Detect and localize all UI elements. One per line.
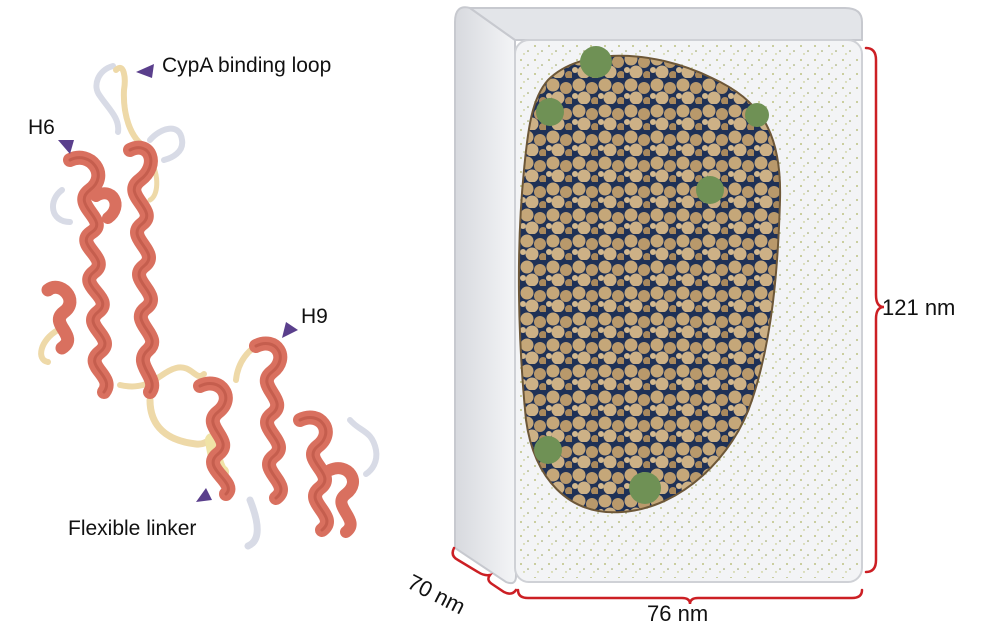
dimension-brackets	[451, 46, 885, 605]
h6-label: H6	[28, 116, 55, 139]
flexible-linker-arrow	[196, 488, 212, 502]
solvent-box	[454, 6, 863, 585]
height-dimension-label: 121 nm	[882, 295, 956, 320]
depth-bracket	[451, 546, 518, 595]
height-bracket	[864, 46, 885, 574]
cypa-binding-loop-label: CypA binding loop	[162, 54, 332, 77]
h6-arrow	[58, 140, 74, 154]
width-bracket	[516, 588, 864, 605]
capsid-pentamers	[534, 46, 769, 504]
cypa-loop-arrow	[136, 64, 154, 78]
capsid-protein-ribbon	[38, 63, 380, 550]
hiv-capsid	[517, 54, 782, 514]
box-side-face	[454, 6, 518, 585]
box-top-face	[466, 7, 863, 41]
flexible-linker-label: Flexible linker	[68, 517, 197, 540]
width-dimension-label: 76 nm	[647, 601, 709, 626]
protein-helix	[41, 140, 359, 538]
h9-arrow	[282, 322, 298, 338]
h9-label: H9	[301, 305, 328, 328]
